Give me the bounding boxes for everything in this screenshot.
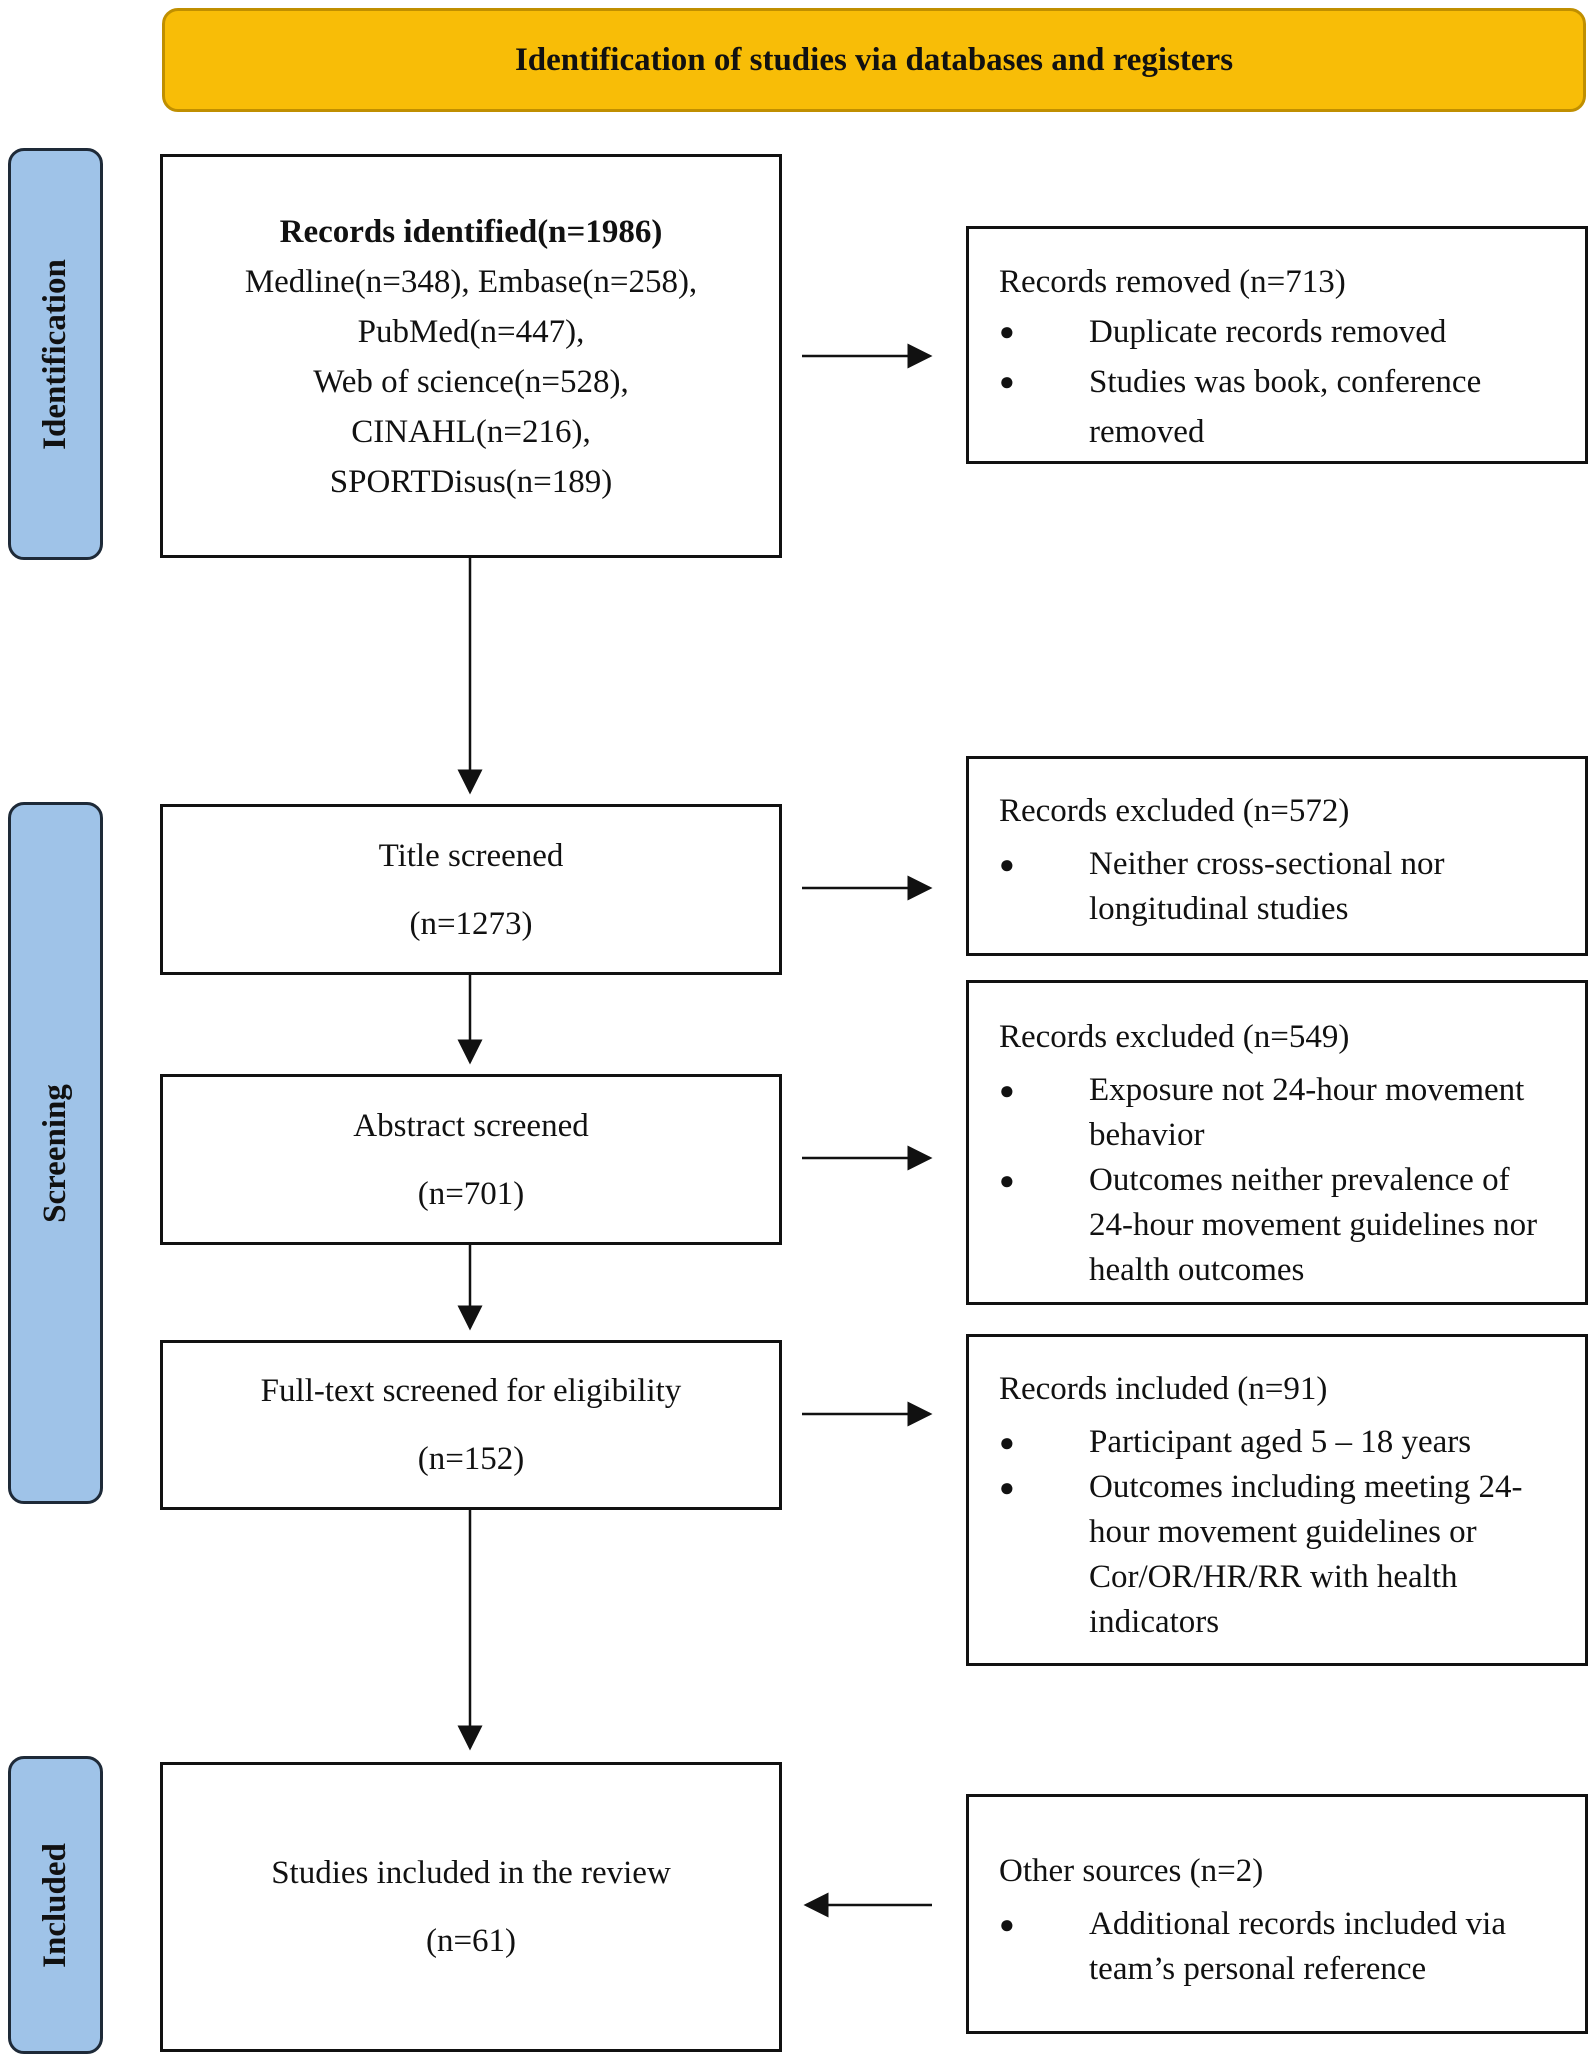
abstract-screened-label: Abstract screened xyxy=(353,1107,589,1144)
bullet-item: Studies was book, conference removed xyxy=(999,357,1561,457)
records-removed-title: Records removed (n=713) xyxy=(999,264,1346,300)
records-identified-title: Records identified(n=1986) xyxy=(279,214,663,250)
bullet-item: Outcomes including meeting 24-hour movem… xyxy=(999,1465,1561,1645)
title-screened-label: Title screened xyxy=(378,837,564,874)
phase-screening: Screening xyxy=(8,802,103,1504)
studies-included-label: Studies included in the review xyxy=(271,1855,671,1891)
other-sources-list: Additional records included via team’s p… xyxy=(999,1902,1561,1992)
bullet-item: Participant aged 5 – 18 years xyxy=(999,1420,1561,1465)
records-identified-line: Medline(n=348), Embase(n=258), xyxy=(244,264,698,300)
records-identified-box: Records identified(n=1986) Medline(n=348… xyxy=(160,154,782,558)
records-excluded-2-list: Exposure not 24-hour movement behavior O… xyxy=(999,1068,1561,1293)
records-excluded-1-title: Records excluded (n=572) xyxy=(999,793,1350,829)
bullet-item: Additional records included via team’s p… xyxy=(999,1902,1561,1992)
other-sources-title: Other sources (n=2) xyxy=(999,1853,1264,1889)
studies-included-count: (n=61) xyxy=(425,1923,517,1959)
other-sources-box: Other sources (n=2) Additional records i… xyxy=(966,1794,1588,2034)
records-included-list: Participant aged 5 – 18 years Outcomes i… xyxy=(999,1420,1561,1645)
studies-included-box: Studies included in the review (n=61) xyxy=(160,1762,782,2052)
records-removed-list: Duplicate records removed Studies was bo… xyxy=(999,307,1561,457)
records-identified-line: CINAHL(n=216), xyxy=(351,414,591,450)
fulltext-screened-box: Full-text screened for eligibility (n=15… xyxy=(160,1340,782,1510)
header-banner: Identification of studies via databases … xyxy=(162,8,1586,112)
abstract-screened-box: Abstract screened (n=701) xyxy=(160,1074,782,1245)
records-included-title: Records included (n=91) xyxy=(999,1371,1328,1407)
title-screened-box: Title screened (n=1273) xyxy=(160,804,782,975)
records-removed-box: Records removed (n=713) Duplicate record… xyxy=(966,226,1588,464)
records-identified-line: SPORTDisus(n=189) xyxy=(329,464,613,500)
records-excluded-1-list: Neither cross-sectional nor longitudinal… xyxy=(999,842,1561,932)
bullet-item: Neither cross-sectional nor longitudinal… xyxy=(999,842,1561,932)
bullet-item: Duplicate records removed xyxy=(999,307,1561,357)
records-excluded-2-box: Records excluded (n=549) Exposure not 24… xyxy=(966,980,1588,1305)
bullet-item: Outcomes neither prevalence of 24-hour m… xyxy=(999,1158,1561,1293)
records-included-box: Records included (n=91) Participant aged… xyxy=(966,1334,1588,1666)
fulltext-screened-count: (n=152) xyxy=(417,1441,525,1477)
header-title: Identification of studies via databases … xyxy=(514,41,1234,78)
phase-identification: Identification xyxy=(8,148,103,560)
abstract-screened-count: (n=701) xyxy=(417,1175,525,1212)
records-identified-line: Web of science(n=528), xyxy=(313,364,629,400)
title-screened-count: (n=1273) xyxy=(409,905,533,942)
bullet-item: Exposure not 24-hour movement behavior xyxy=(999,1068,1561,1158)
phase-included: Included xyxy=(8,1756,103,2054)
records-excluded-1-box: Records excluded (n=572) Neither cross-s… xyxy=(966,756,1588,956)
records-identified-line: PubMed(n=447), xyxy=(357,314,585,350)
records-excluded-2-title: Records excluded (n=549) xyxy=(999,1019,1350,1055)
fulltext-screened-label: Full-text screened for eligibility xyxy=(260,1373,682,1409)
